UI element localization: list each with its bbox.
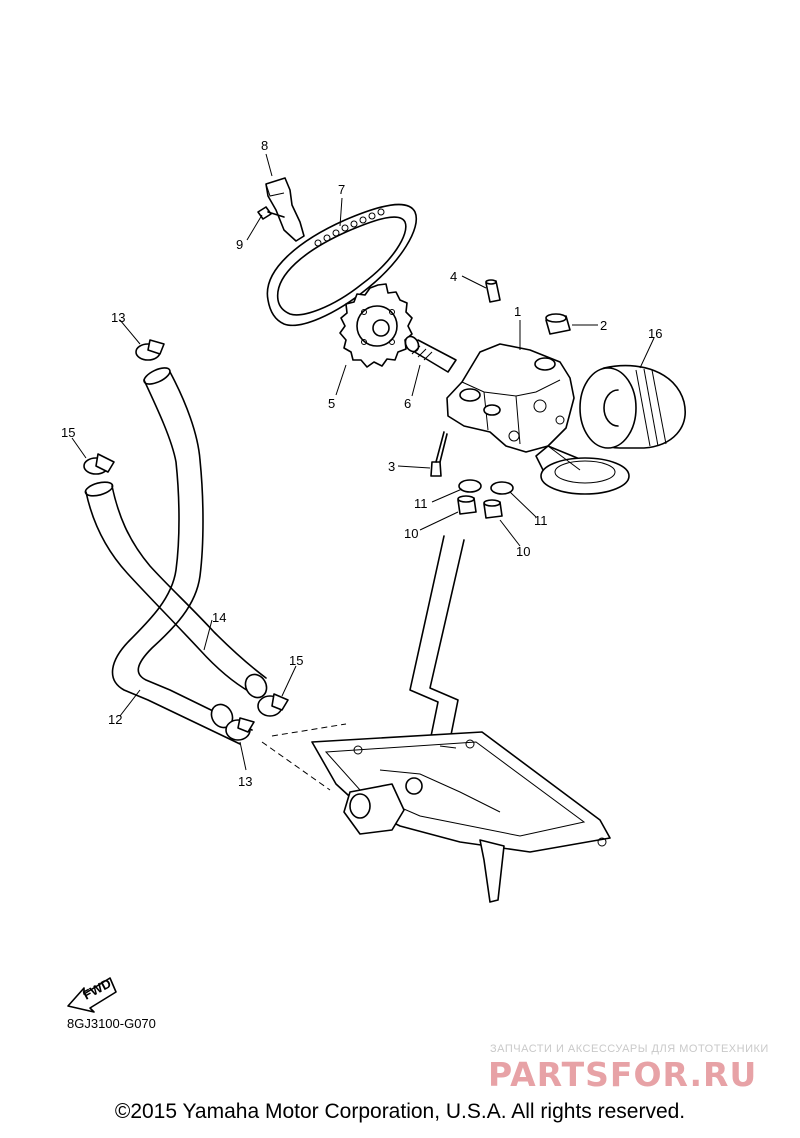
callout-15-left: 15 <box>61 425 75 440</box>
oil-filter <box>579 364 686 449</box>
callout-15-right: 15 <box>289 653 303 668</box>
callout-7: 7 <box>338 182 345 197</box>
callout-10-left: 10 <box>404 526 418 541</box>
callout-labels: 1 2 3 4 5 6 7 8 9 10 10 11 11 12 13 13 1… <box>61 138 662 789</box>
oil-pump-assembly <box>446 343 630 495</box>
callout-9: 9 <box>236 237 243 252</box>
oil-hose-14 <box>84 481 268 729</box>
callout-3: 3 <box>388 459 395 474</box>
drive-chain <box>266 203 418 326</box>
callout-6: 6 <box>404 396 411 411</box>
callout-8: 8 <box>261 138 268 153</box>
oil-hose-12 <box>111 367 253 745</box>
o-rings <box>458 479 514 495</box>
oil-pump-shaft <box>404 335 457 373</box>
crankcase-section <box>311 731 611 903</box>
chain-guide <box>265 177 305 242</box>
callout-13-bottom: 13 <box>238 774 252 789</box>
callout-2: 2 <box>600 318 607 333</box>
watermark-tagline: ЗАПЧАСТИ И АКСЕССУАРЫ ДЛЯ МОТОТЕХНИКИ <box>490 1043 769 1055</box>
copyright-notice: ©2015 Yamaha Motor Corporation, U.S.A. A… <box>114 1100 686 1123</box>
collar <box>545 313 571 335</box>
dowel-pin <box>485 279 501 303</box>
callout-10-right: 10 <box>516 544 530 559</box>
callout-11-left: 11 <box>414 496 428 511</box>
leader-lines <box>71 153 655 771</box>
watermark-logo-text: PARTSFOR.RU <box>488 1056 757 1092</box>
watermark-logo: PARTSFOR.RU <box>488 1056 757 1092</box>
forward-arrow-icon: FWD <box>67 976 117 1013</box>
callout-5: 5 <box>328 396 335 411</box>
diagram-code: 8GJ3100-G070 <box>67 1016 156 1031</box>
callout-4: 4 <box>450 269 457 284</box>
hose-clamps <box>83 339 289 741</box>
callout-13-top: 13 <box>111 310 125 325</box>
pump-bolt <box>430 431 448 477</box>
callout-11-right: 11 <box>534 513 548 528</box>
callout-14: 14 <box>212 610 226 625</box>
callout-16: 16 <box>648 326 662 341</box>
callout-1: 1 <box>514 304 521 319</box>
oil-pump-sprocket <box>339 283 413 368</box>
pipe-collars <box>457 495 503 519</box>
callout-12: 12 <box>108 712 122 727</box>
